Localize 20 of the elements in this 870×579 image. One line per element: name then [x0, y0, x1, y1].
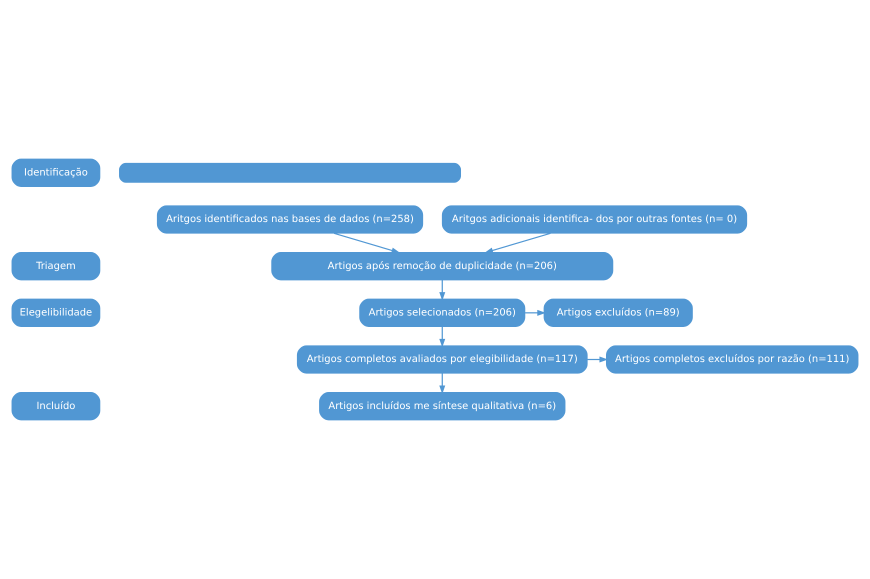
arrow	[439, 373, 446, 394]
arrow	[439, 280, 446, 301]
node-box: Artigos completos avaliados por elegibilidade (n=117)	[296, 345, 588, 374]
node-box: Identificação	[12, 158, 100, 187]
arrow	[588, 356, 608, 362]
node-box: Incluído	[12, 392, 100, 420]
arrow	[439, 326, 446, 348]
node-box: Artigos após remoção de duplicidade (n=206)	[271, 252, 614, 280]
node-box: Elegelibilidade	[12, 298, 100, 327]
node-box: Triagem	[12, 252, 100, 280]
arrow	[525, 310, 546, 316]
node-box: Aritgos adicionais identifica- dos por outras fontes (n= 0)	[442, 205, 748, 234]
node-box: Artigos incluídos me síntese qualitativa (n=6)	[319, 392, 566, 420]
node-box: Aritgos identificados nas bases de dados (n=258)	[156, 205, 424, 234]
node-box: Artigos selecionados (n=206)	[359, 298, 526, 327]
node-box	[119, 162, 462, 183]
arrow	[334, 232, 400, 254]
arrow	[484, 232, 551, 254]
node-box: Artigos completos excluídos por razão (n=111)	[606, 345, 858, 374]
node-box: Artigos excluídos (n=89)	[544, 298, 693, 327]
